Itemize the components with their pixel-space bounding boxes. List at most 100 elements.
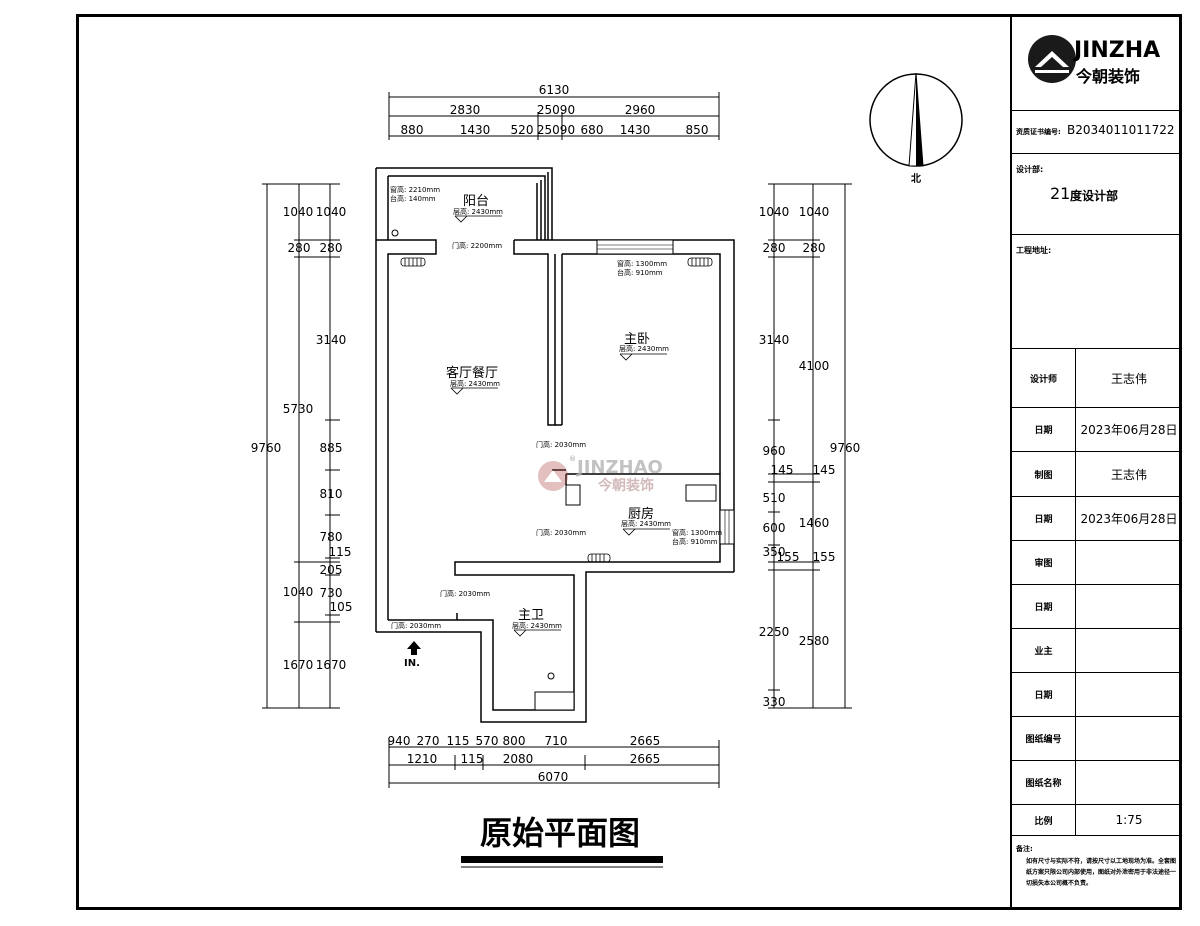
note: 窗高: 2210mm — [390, 185, 440, 194]
walls — [375, 167, 735, 723]
right-dim: 600 — [763, 521, 786, 535]
right-dim: 330 — [763, 695, 786, 709]
left-dim: 1040 — [316, 205, 347, 219]
design-unit-label: 设计部: — [1016, 165, 1044, 174]
bottom-mid-dim: 1210 — [407, 752, 438, 766]
left-dim: 730 — [320, 586, 343, 600]
brand-name: JINZHA — [1074, 38, 1161, 63]
right-dim: 280 — [763, 241, 786, 255]
watermark-cn: 今朝装饰 — [597, 477, 654, 494]
note: 门高: 2030mm — [391, 621, 441, 630]
top-mid-dim: 25090 — [537, 103, 575, 117]
watermark-name: JINZHAO — [575, 457, 663, 478]
top-total-dim: 6130 — [539, 83, 570, 97]
title-block-label: 审图 — [1012, 541, 1076, 584]
address-label: 工程地址: — [1016, 246, 1052, 255]
title-block-label: 图纸名称 — [1012, 761, 1076, 804]
right-dim: 145 — [813, 463, 836, 477]
room-bath: 主卫 — [518, 608, 544, 623]
note: 门高: 2200mm — [452, 241, 502, 250]
top-mid-dim: 2830 — [450, 103, 481, 117]
left-dim: 885 — [320, 441, 343, 455]
top-det-dim: 850 — [686, 123, 709, 137]
note: 台高: 910mm — [672, 537, 718, 546]
room-height: 层高: 2430mm — [453, 207, 503, 216]
title-block-value: 1:75 — [1115, 813, 1143, 827]
brand-logo: JINZHA 今朝装饰 — [1014, 28, 1176, 88]
left-dim: 105 — [330, 600, 353, 614]
notes-row: 备注: 如有尺寸与实际不符，请按尺寸以工地现场为准。全套图纸方案只限公司内部使用… — [1012, 836, 1182, 908]
right-dim: 1040 — [759, 205, 790, 219]
left-dim: 5730 — [283, 402, 314, 416]
address-row: 工程地址: — [1012, 235, 1182, 349]
bottom-mid-dim: 2080 — [503, 752, 534, 766]
title-block-row: 图纸名称 — [1012, 761, 1182, 805]
title-block-value — [1076, 629, 1182, 672]
title-block-label: 业主 — [1012, 629, 1076, 672]
title-block-value — [1076, 541, 1182, 584]
level-markers — [450, 215, 670, 637]
north-label: 北 — [911, 172, 921, 185]
room-kitchen: 厨房 — [628, 506, 654, 522]
watermark-mark: ® — [569, 455, 576, 463]
bottom-det-dim: 570 — [476, 734, 499, 748]
balcony-drain — [391, 229, 399, 237]
title-block-value — [1076, 717, 1182, 760]
top-det-dim: 25090 — [537, 123, 575, 137]
right-dim: 280 — [803, 241, 826, 255]
logo-cell — [1012, 16, 1182, 111]
entry-label: IN. — [404, 658, 420, 669]
top-det-dim: 520 — [511, 123, 534, 137]
room-living: 客厅餐厅 — [446, 365, 498, 381]
kitchen-counter — [565, 484, 581, 506]
note: 台高: 910mm — [617, 268, 663, 277]
note: 门高: 2030mm — [536, 528, 586, 537]
bottom-det-dim: 270 — [417, 734, 440, 748]
note: 窗高: 1300mm — [672, 528, 722, 537]
bottom-total-dim: 6070 — [538, 770, 569, 784]
north-arrow-icon — [869, 72, 963, 167]
watermark — [538, 461, 568, 491]
title-block-label: 日期 — [1012, 585, 1076, 628]
bath-drain — [547, 672, 555, 680]
notes-label: 备注: — [1016, 845, 1033, 853]
title-block-value: 王志伟 — [1110, 467, 1147, 482]
entry-arrow-icon — [407, 641, 421, 655]
room-height: 层高: 2430mm — [621, 519, 671, 528]
radiators — [400, 257, 713, 563]
bath-fixture — [534, 691, 575, 711]
right-dimensions — [768, 183, 852, 709]
title-block-row: 制图王志伟 — [1012, 452, 1182, 497]
right-dim: 3140 — [759, 333, 790, 347]
title-block-row: 日期 — [1012, 585, 1182, 629]
drawing-title: 原始平面图 — [480, 814, 640, 852]
top-det-dim: 680 — [581, 123, 604, 137]
left-dim: 205 — [320, 563, 343, 577]
right-dim: 4100 — [799, 359, 830, 373]
title-block-value: 王志伟 — [1110, 371, 1147, 386]
kitchen-window — [719, 509, 735, 545]
cert-value: B2034011011722 — [1067, 123, 1175, 137]
right-total-dim: 9760 — [830, 441, 861, 455]
right-dim: 510 — [763, 491, 786, 505]
title-block-value — [1076, 761, 1182, 804]
bottom-mid-dim: 115 — [461, 752, 484, 766]
drawing-frame — [76, 14, 1182, 910]
title-block-row: 设计师 王志伟 — [1012, 349, 1182, 408]
right-dim: 155 — [777, 550, 800, 564]
design-unit-row: 设计部: 21 度设计部 — [1012, 154, 1182, 235]
room-height: 层高: 2430mm — [450, 379, 500, 388]
kitchen-fixture — [685, 484, 717, 502]
title-underline — [461, 856, 663, 863]
title-block-row: 图纸编号 — [1012, 717, 1182, 761]
title-block-label: 设计师 — [1012, 349, 1076, 407]
left-dim: 810 — [320, 487, 343, 501]
bottom-det-dim: 940 — [388, 734, 411, 748]
right-dim: 155 — [813, 550, 836, 564]
room-height: 层高: 2430mm — [512, 621, 562, 630]
left-dimensions — [262, 183, 340, 709]
brand-cn: 今朝装饰 — [1076, 67, 1141, 86]
